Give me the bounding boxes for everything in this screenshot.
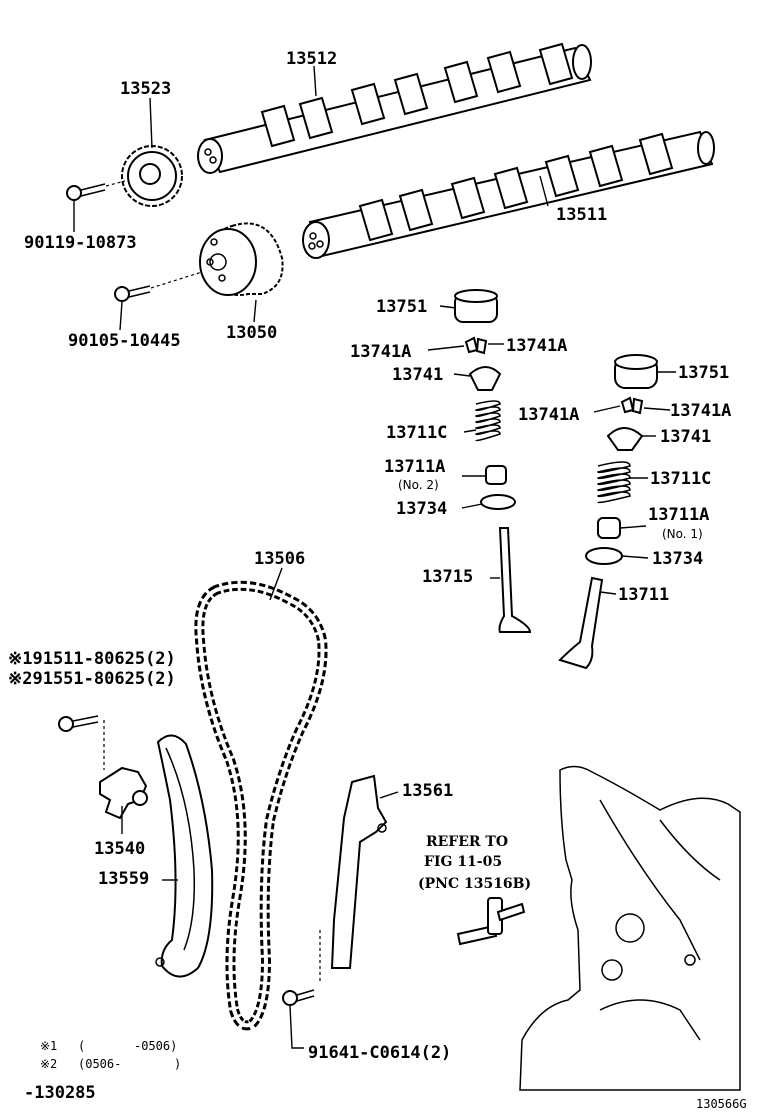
label-13512: 13512 [286,49,337,69]
note-1-range: -0506) [134,1039,177,1053]
label-13711C-left: 13711C [386,423,447,443]
label-13523: 13523 [120,79,171,99]
range-code: -130285 [24,1083,96,1103]
valve-lifter-left[interactable] [454,289,498,323]
timing-chain-13506[interactable] [194,580,328,1031]
label-13511: 13511 [556,205,607,225]
label-91511-80625: ※191511-80625(2) [8,649,176,669]
spring-retainer-right[interactable] [606,427,644,451]
label-13741A-left-2: 13741A [506,336,567,356]
label-13050: 13050 [226,323,277,343]
label-13741A-left-1: 13741A [350,342,411,362]
intake-valve-13711[interactable] [558,576,604,670]
valve-seal-left[interactable] [485,465,507,485]
bolt-91511-80625[interactable] [58,715,105,770]
note-2-close: ) [174,1057,181,1071]
label-13540: 13540 [94,839,145,859]
spring-retainer-left[interactable] [468,366,502,391]
label-13561: 13561 [402,781,453,801]
valve-spring-right[interactable] [597,461,631,504]
label-13741A-right-1: 13741A [518,405,579,425]
label-91551-80625: ※291551-80625(2) [8,669,176,689]
oil-jet-13516B[interactable] [456,897,526,946]
valve-spring-left[interactable] [475,400,501,442]
exhaust-valve-13715[interactable] [498,527,532,633]
refer-line-2: FIG 11-05 [424,854,502,870]
refer-line-3: (PNC 13516B) [418,876,531,892]
valve-lifter-right[interactable] [614,354,658,389]
label-13559: 13559 [98,869,149,889]
label-13751-left: 13751 [376,297,427,317]
refer-line-1: REFER TO [426,834,508,850]
camshaft-13512[interactable] [197,42,592,174]
label-13711A-right-sub: (No. 1) [662,527,703,541]
label-13751-right: 13751 [678,363,729,383]
valve-keeper-right[interactable] [620,396,644,415]
chain-damper-13561[interactable] [319,774,388,984]
valve-seat-left[interactable] [480,494,516,510]
label-13711A-left-sub: (No. 2) [398,478,439,492]
label-13711C-right: 13711C [650,469,711,489]
bolt-91641-C0614[interactable] [282,989,315,1006]
label-13741-right: 13741 [660,427,711,447]
note-1-open: ( [78,1039,85,1053]
label-13741-left: 13741 [392,365,443,385]
label-13734-left: 13734 [396,499,447,519]
valve-seal-right[interactable] [597,517,621,539]
label-13715: 13715 [422,567,473,587]
bolt-90119-10873[interactable] [66,180,126,201]
note-2-range: (0506- [78,1057,121,1071]
label-13711A-right: 13711A [648,505,709,525]
label-13711A-left: 13711A [384,457,445,477]
note-1-mark: ※1 [40,1039,57,1053]
label-91641-C0614: 91641-C0614(2) [308,1043,451,1063]
sprocket-13523[interactable] [121,145,183,207]
chain-tensioner-13540[interactable] [99,766,148,820]
note-2-mark: ※2 [40,1057,57,1071]
label-13711: 13711 [618,585,669,605]
label-90105-10445: 90105-10445 [68,331,181,351]
engine-block [519,765,741,1091]
label-13506: 13506 [254,549,305,569]
chain-slipper-13559[interactable] [155,734,214,978]
camshaft-13511[interactable] [302,130,715,259]
label-13741A-right-2: 13741A [670,401,731,421]
valve-keeper-left[interactable] [464,336,488,355]
figure-code: 130566G [696,1097,747,1111]
valve-seat-right[interactable] [585,547,623,565]
label-13734-right: 13734 [652,549,703,569]
label-90119-10873: 90119-10873 [24,233,137,253]
vvt-gear-13050[interactable] [199,222,284,296]
bolt-90105-10445[interactable] [114,271,203,302]
leader-lines [73,65,676,1049]
